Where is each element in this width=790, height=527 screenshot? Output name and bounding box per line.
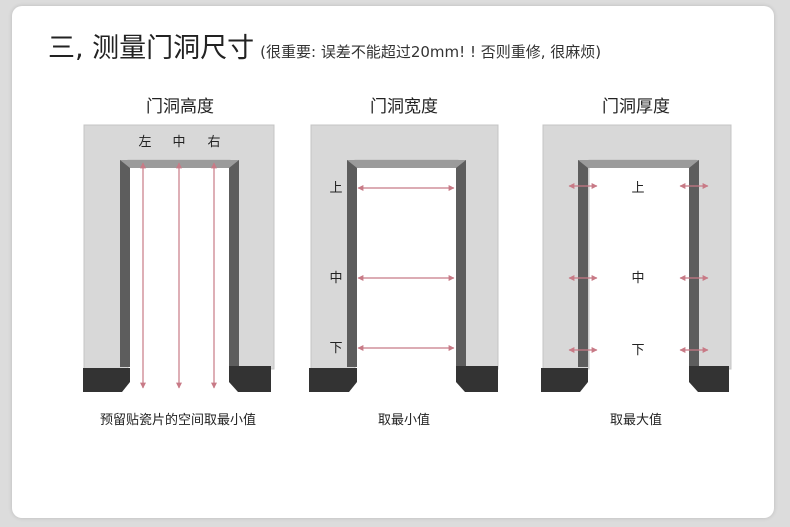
label-top: 上 <box>631 181 644 196</box>
frame-left-edge <box>347 160 357 367</box>
label-middle: 中 <box>631 271 644 286</box>
label-left: 左 <box>138 135 151 150</box>
frame-right-edge <box>456 160 466 367</box>
floor-base-right <box>229 366 271 392</box>
panel-thickness-diagram: 上 中 下 <box>541 124 732 392</box>
frame-right-edge <box>689 160 699 367</box>
panel-title-thickness: 门洞厚度 <box>602 97 670 117</box>
label-middle: 中 <box>329 271 342 286</box>
label-bottom: 下 <box>329 341 342 356</box>
floor-base-right <box>689 366 729 392</box>
panel-title-height: 门洞高度 <box>146 97 214 117</box>
page-title-row: 三, 测量门洞尺寸 (很重要: 误差不能超过20mm! ! 否则重修, 很麻烦) <box>48 26 601 65</box>
frame-right-edge <box>229 160 239 367</box>
frame-left-edge <box>120 160 130 367</box>
floor-base-left <box>83 368 130 392</box>
panel-title-width: 门洞宽度 <box>370 97 438 117</box>
caption-height: 预留贴瓷片的空间取最小值 <box>99 413 256 428</box>
label-middle: 中 <box>172 135 185 150</box>
frame-left-edge <box>578 160 588 367</box>
content-card <box>12 6 774 518</box>
floor-base-right <box>456 366 498 392</box>
label-right: 右 <box>207 135 220 150</box>
page-title-note: (很重要: 误差不能超过20mm! ! 否则重修, 很麻烦) <box>260 43 602 61</box>
caption-width: 取最小值 <box>377 413 430 428</box>
floor-base-left <box>541 368 588 392</box>
floor-base-left <box>309 368 357 392</box>
page-title: 三, 测量门洞尺寸 <box>48 33 255 64</box>
panel-height-diagram: 左 中 右 <box>83 124 275 392</box>
label-top: 上 <box>329 181 342 196</box>
caption-thickness: 取最大值 <box>609 413 662 428</box>
label-bottom: 下 <box>631 343 644 358</box>
frame-top-bevel <box>347 160 466 168</box>
panel-width-diagram: 上 中 下 <box>309 124 499 392</box>
frame-top-bevel <box>578 160 699 168</box>
